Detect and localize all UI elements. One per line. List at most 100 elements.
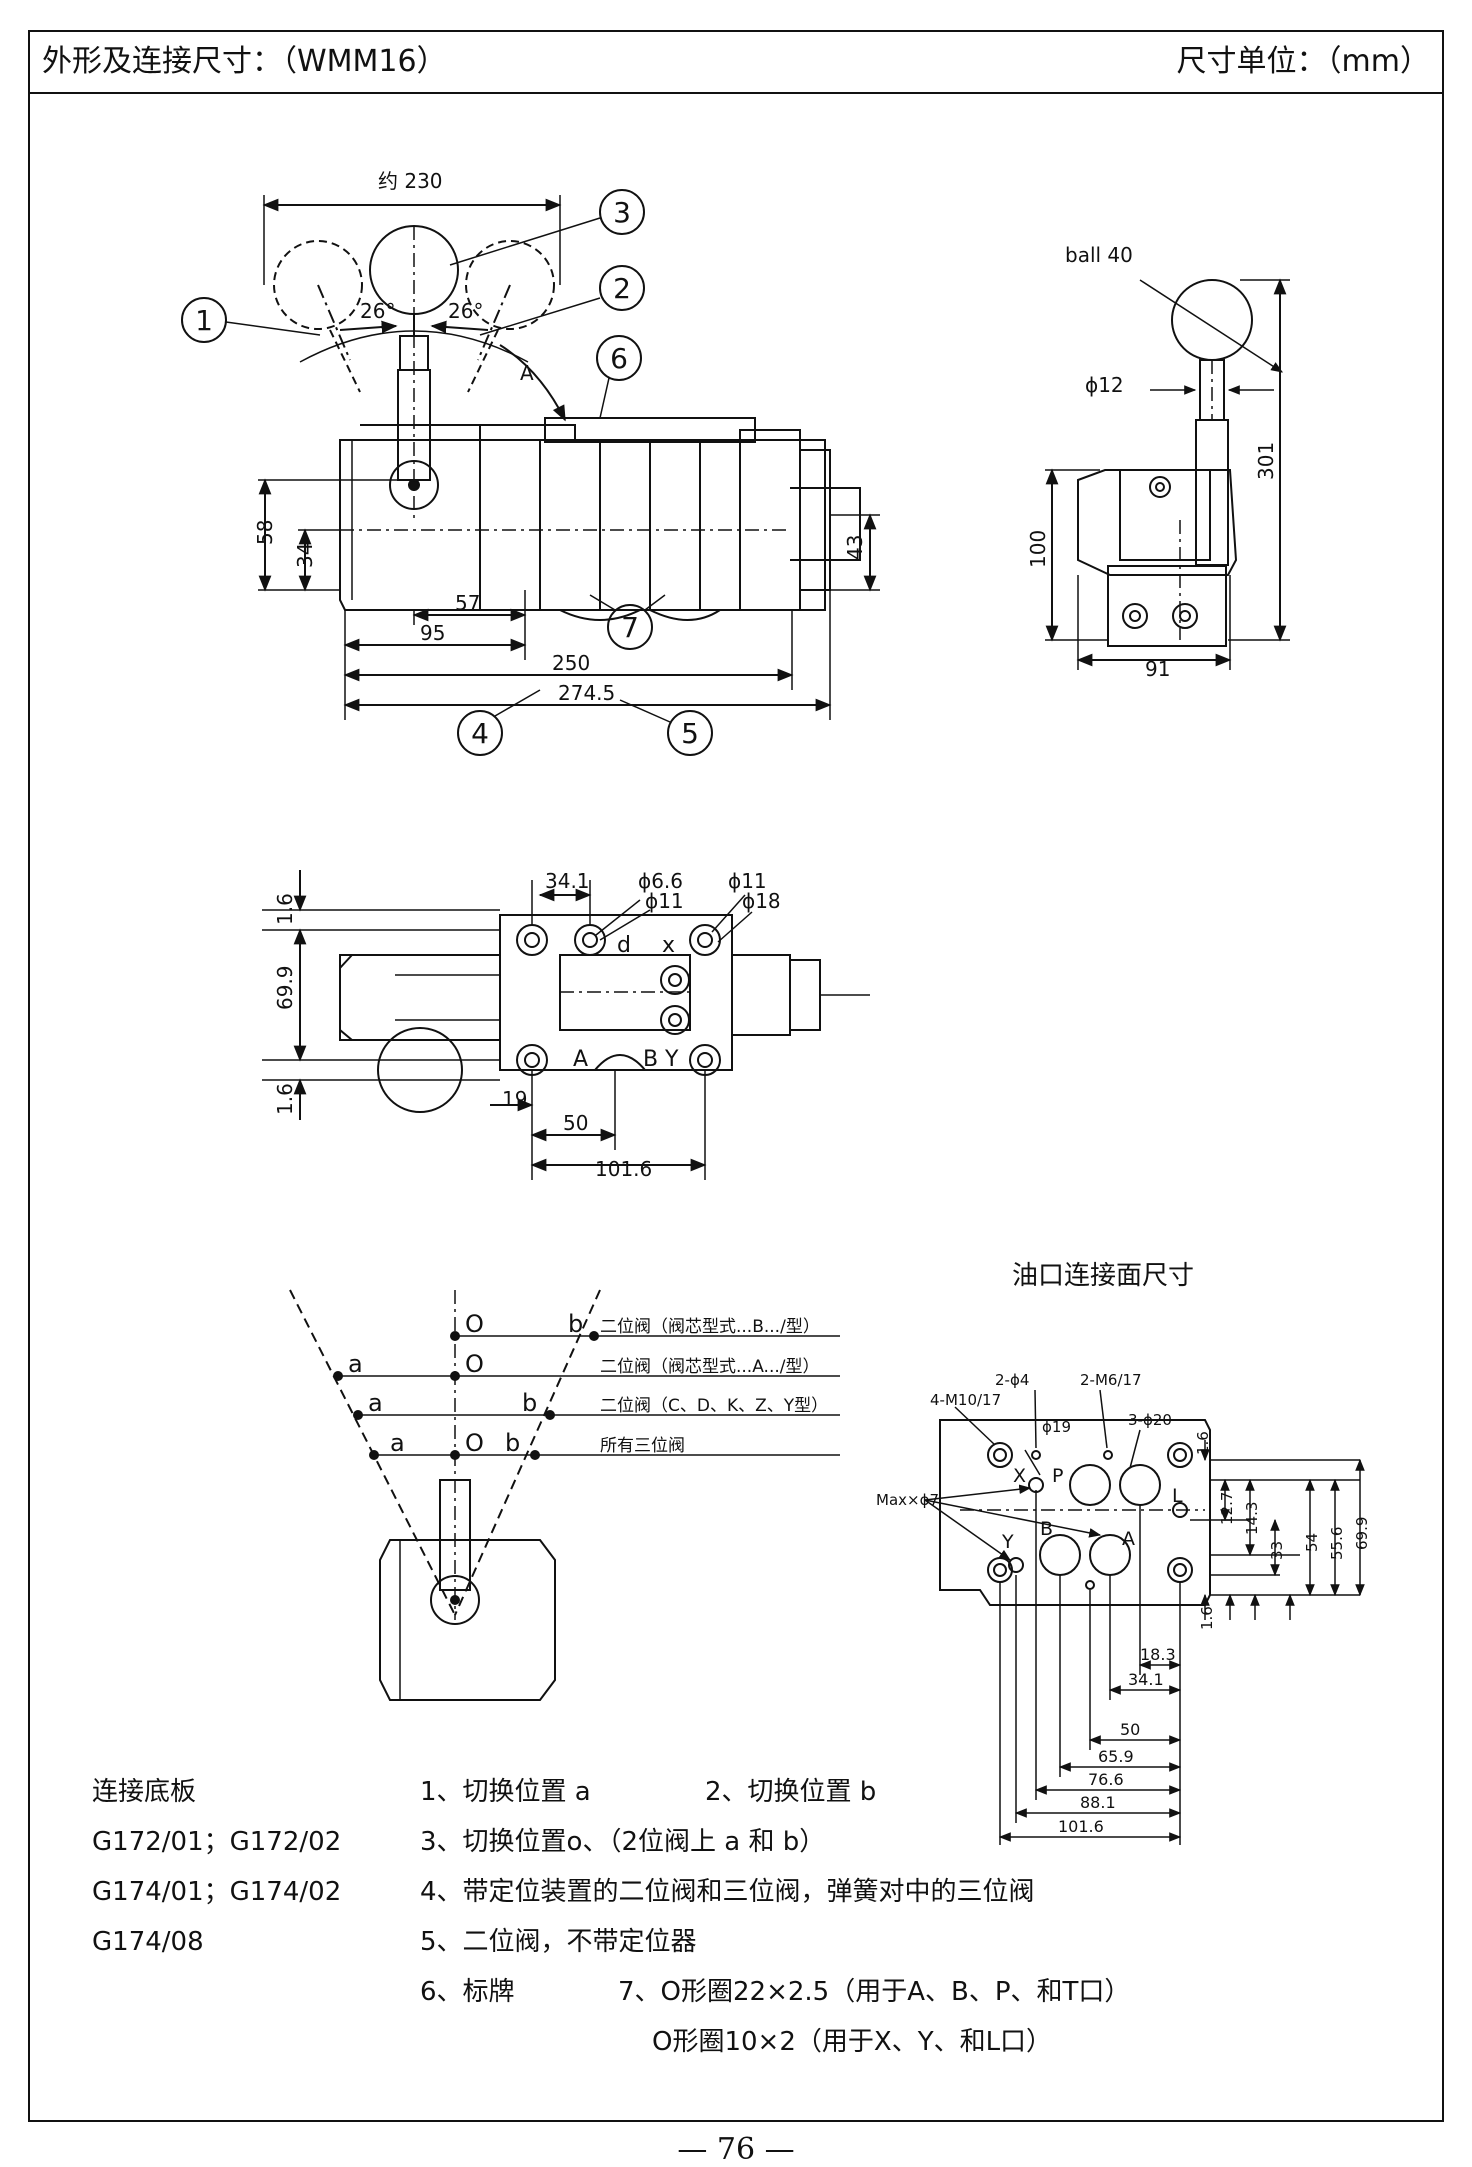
- port-b: B: [643, 1047, 658, 1072]
- side-view: [1045, 278, 1290, 670]
- pos-row2-label-a: a: [348, 1350, 363, 1378]
- pos-row4-label-a: a: [390, 1429, 405, 1457]
- dia-6-6: ϕ6.6: [638, 869, 683, 893]
- page-number: — 76 —: [677, 2132, 795, 2167]
- dim-100: 100: [1026, 530, 1050, 568]
- top-view: [262, 870, 870, 1180]
- subplate-1: G172/01；G172/02: [92, 1827, 342, 1857]
- pos-row3-label-a: a: [368, 1389, 383, 1417]
- dia-12-label: ϕ12: [1085, 373, 1124, 397]
- legend-item-7b: O形圈10×2（用于X、Y、和L口）: [652, 2027, 1053, 2057]
- pf-port-y: Y: [1001, 1531, 1014, 1553]
- callout-3: 3: [613, 196, 631, 229]
- legend-item-3: 3、切换位置o、（2位阀上 a 和 b）: [420, 1827, 826, 1857]
- port-y: Y: [664, 1047, 679, 1072]
- dim-50: 50: [563, 1111, 588, 1135]
- legend-item-5: 5、二位阀，不带定位器: [420, 1927, 697, 1957]
- dim-34-1: 34.1: [545, 869, 590, 893]
- pf-d4: 2-ϕ4: [995, 1371, 1029, 1389]
- pos-row1-label-o: O: [465, 1310, 484, 1338]
- position-diagram: [289, 1289, 840, 1701]
- pf-v-dim-4: 54: [1303, 1533, 1321, 1552]
- legend-item-2: 2、切换位置 b: [705, 1777, 877, 1807]
- dim-69-9: 69.9: [273, 965, 297, 1010]
- pf-h-dim-1: 34.1: [1128, 1670, 1164, 1689]
- pf-d20: 3-ϕ20: [1128, 1411, 1172, 1429]
- pf-h-dim-4: 76.6: [1088, 1770, 1124, 1789]
- dim-57: 57: [455, 591, 480, 615]
- callout-1: 1: [195, 304, 213, 337]
- pf-port-l: L: [1172, 1485, 1183, 1507]
- dia-11-b: ϕ11: [728, 869, 767, 893]
- pf-v-dim-2: 14.3: [1243, 1502, 1261, 1535]
- pf-h-dim-5: 88.1: [1080, 1793, 1116, 1812]
- dim-34: 34: [293, 543, 317, 568]
- pf-port-x: X: [1013, 1465, 1026, 1487]
- dim-1-6-top: 1.6: [273, 893, 297, 925]
- pf-h-dim-2: 50: [1120, 1720, 1140, 1739]
- callout-5: 5: [681, 717, 699, 750]
- pf-v-dim-0: 1.6: [1194, 1431, 1212, 1455]
- unit-label: 尺寸单位：（mm）: [1176, 44, 1430, 79]
- pos-row4-desc: 所有三位阀: [600, 1436, 685, 1456]
- callout-6: 6: [610, 342, 628, 375]
- pf-m6: 2-M6/17: [1080, 1371, 1142, 1389]
- page-frame: 外形及连接尺寸：（WMM16） 尺寸单位：（mm）: [28, 30, 1444, 2122]
- dim-301: 301: [1254, 442, 1278, 480]
- pf-v-dim-5: 55.6: [1328, 1527, 1346, 1560]
- approx-230-label: 约 230: [378, 169, 443, 193]
- port-face: [924, 1389, 1365, 1845]
- pos-row4-label-b: b: [505, 1429, 520, 1457]
- port-face-title: 油口连接面尺寸: [1012, 1261, 1194, 1291]
- port-x: x: [662, 933, 675, 958]
- pos-row2-label-o: O: [465, 1350, 484, 1378]
- arrow-a-label: A: [520, 361, 534, 385]
- subplate-title: 连接底板: [92, 1777, 197, 1807]
- header-bar: 外形及连接尺寸：（WMM16） 尺寸单位：（mm）: [30, 32, 1442, 94]
- page-title: 外形及连接尺寸：（WMM16）: [42, 44, 447, 79]
- pf-v-dim-7: 1.6: [1198, 1606, 1216, 1630]
- pos-row1-label-b: b: [568, 1310, 583, 1338]
- subplate-3: G174/08: [92, 1927, 204, 1957]
- pos-row3-label-b: b: [522, 1389, 537, 1417]
- dim-91: 91: [1145, 657, 1170, 681]
- dim-43: 43: [843, 535, 867, 560]
- pf-port-a: A: [1122, 1528, 1135, 1550]
- angle-right-label: 26°: [448, 299, 483, 323]
- dim-19: 19: [502, 1087, 527, 1111]
- legend-item-7a: 7、O形圈22×2.5（用于A、B、P、和T口）: [618, 1977, 1131, 2007]
- dim-58: 58: [253, 520, 277, 545]
- pf-h-dim-6: 101.6: [1058, 1817, 1104, 1836]
- pf-v-dim-1: 12.7: [1218, 1492, 1236, 1525]
- pf-d19: ϕ19: [1042, 1418, 1071, 1436]
- ball-40-label: ball 40: [1065, 243, 1133, 267]
- callout-4: 4: [471, 717, 489, 750]
- pos-row3-desc: 二位阀（C、D、K、Z、Y型）: [600, 1396, 828, 1416]
- pf-v-dim-3: 33: [1268, 1541, 1286, 1560]
- pf-max7: Max×ϕ7: [876, 1491, 939, 1509]
- front-view: [181, 189, 880, 756]
- port-a: A: [573, 1047, 588, 1072]
- callout-2: 2: [613, 272, 631, 305]
- pf-h-dim-0: 18.3: [1140, 1645, 1176, 1664]
- pf-h-dim-3: 65.9: [1098, 1747, 1134, 1766]
- legend-item-6: 6、标牌: [420, 1977, 515, 2007]
- pos-row4-label-o: O: [465, 1429, 484, 1457]
- pf-m10: 4-M10/17: [930, 1391, 1001, 1409]
- dia-18: ϕ18: [742, 889, 781, 913]
- pf-v-dim-6: 69.9: [1353, 1517, 1371, 1550]
- subplate-2: G174/01；G174/02: [92, 1877, 342, 1907]
- dim-250: 250: [552, 651, 590, 675]
- pos-row2-desc: 二位阀（阀芯型式...A.../型）: [600, 1357, 819, 1377]
- pf-port-b: B: [1040, 1518, 1053, 1540]
- legend-item-1: 1、切换位置 a: [420, 1777, 591, 1807]
- dia-11-a: ϕ11: [645, 889, 684, 913]
- pos-row1-desc: 二位阀（阀芯型式...B.../型）: [600, 1317, 820, 1337]
- pf-port-p: P: [1052, 1465, 1063, 1487]
- dim-95: 95: [420, 621, 445, 645]
- legend-item-4: 4、带定位装置的二位阀和三位阀，弹簧对中的三位阀: [420, 1877, 1035, 1907]
- callout-7: 7: [621, 611, 639, 644]
- dim-101-6: 101.6: [595, 1157, 652, 1181]
- dim-1-6-bottom: 1.6: [273, 1083, 297, 1115]
